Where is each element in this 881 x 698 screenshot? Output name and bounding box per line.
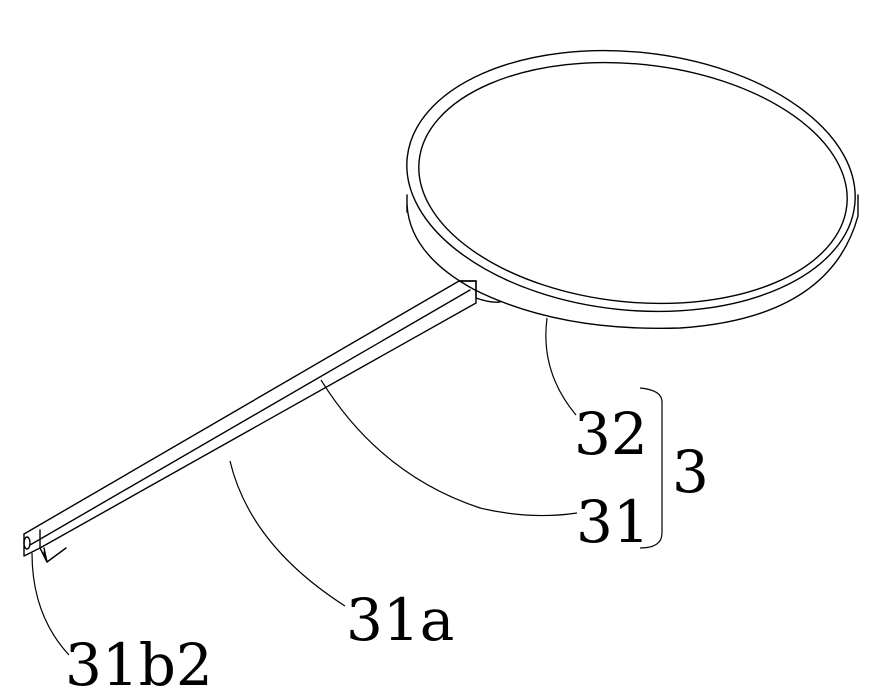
label-handle-edge: 31a [346,586,454,654]
leader-lines [31,317,663,656]
label-ring: 32 [574,400,648,468]
label-handle-end: 31b2 [65,631,213,698]
label-handle: 31 [576,488,650,556]
ring-part [406,49,859,330]
label-assembly: 3 [672,438,709,506]
handle-part [23,280,501,563]
